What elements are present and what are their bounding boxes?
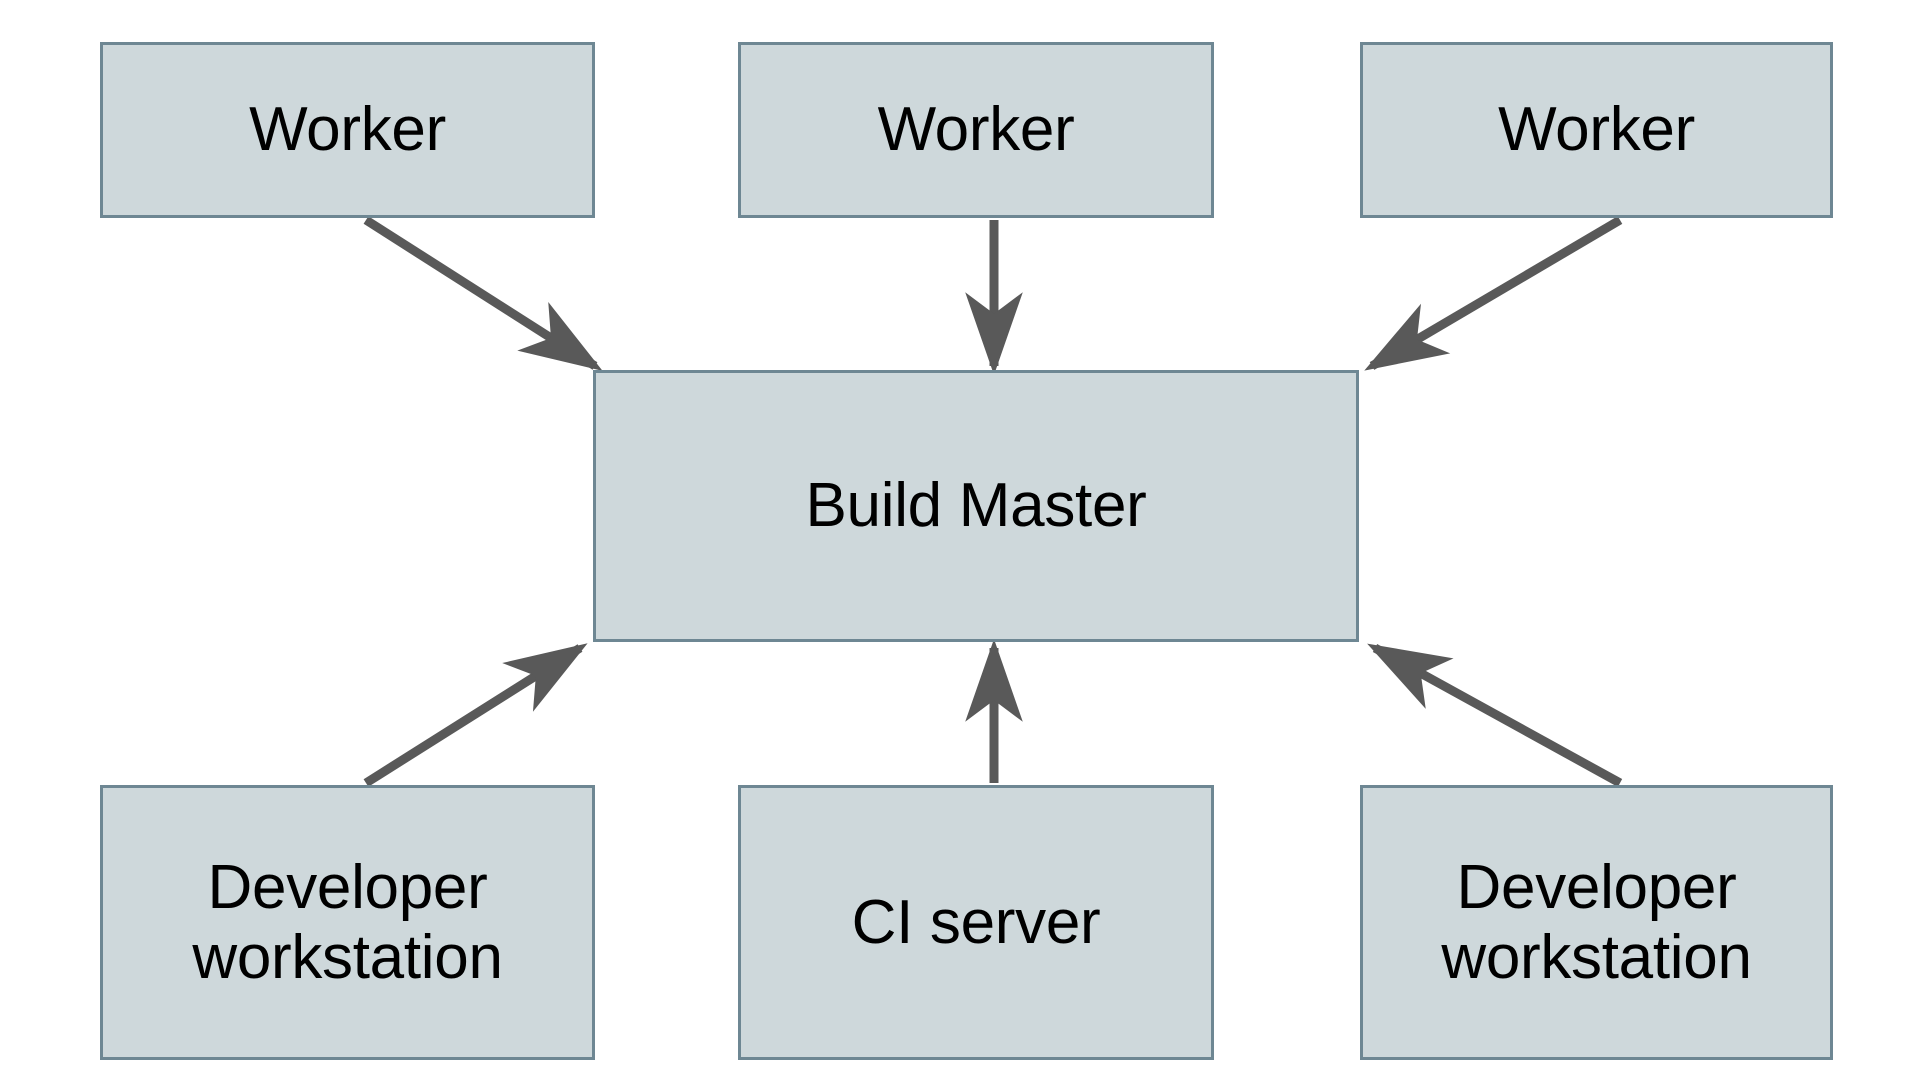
node-worker-1-label: Worker <box>249 95 446 165</box>
node-worker-2[interactable]: Worker <box>738 42 1214 218</box>
node-build-master[interactable]: Build Master <box>593 370 1359 642</box>
edge-worker-3-to-build-master <box>1364 216 1623 371</box>
edge-dev-ws-left-to-build-master <box>363 643 588 787</box>
node-worker-1[interactable]: Worker <box>100 42 595 218</box>
node-developer-workstation-right[interactable]: Developer workstation <box>1360 785 1833 1060</box>
node-worker-3-label: Worker <box>1498 95 1695 165</box>
edge-worker-1-to-build-master <box>363 216 603 371</box>
node-developer-workstation-left[interactable]: Developer workstation <box>100 785 595 1060</box>
node-developer-workstation-left-label: Developer workstation <box>192 853 503 992</box>
node-developer-workstation-right-label: Developer workstation <box>1441 853 1752 992</box>
node-worker-2-label: Worker <box>877 95 1075 165</box>
node-ci-server[interactable]: CI server <box>738 785 1214 1060</box>
edge-dev-ws-right-to-build-master <box>1367 643 1623 787</box>
node-ci-server-label: CI server <box>851 887 1101 957</box>
node-build-master-label: Build Master <box>805 471 1147 541</box>
node-worker-3[interactable]: Worker <box>1360 42 1833 218</box>
